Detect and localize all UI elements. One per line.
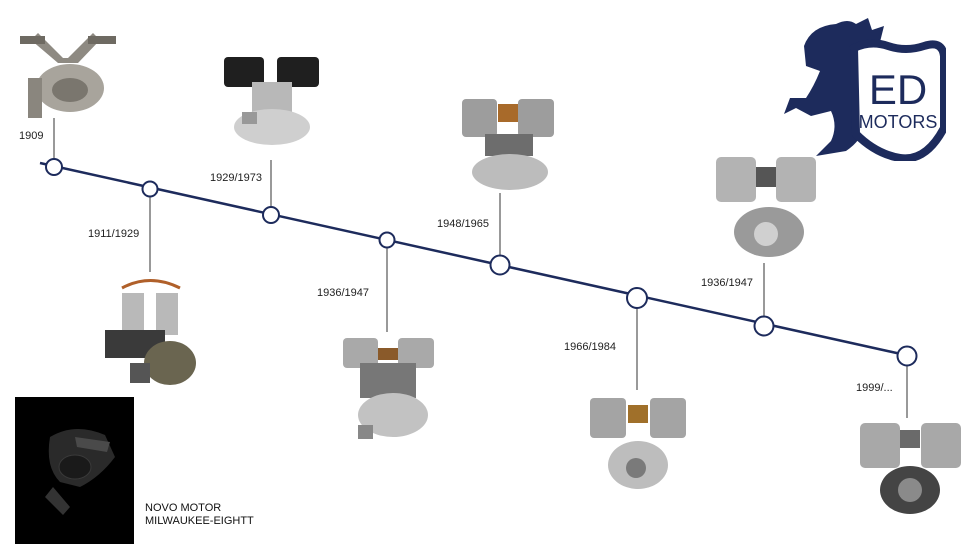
year-label-1966: 1966/1984 xyxy=(564,341,616,353)
logo-text-motors: MOTORS xyxy=(859,112,938,132)
node-1999 xyxy=(896,345,918,367)
year-label-1929: 1929/1973 xyxy=(210,172,262,184)
engine-image-1911 xyxy=(105,279,196,385)
novo-motor-line1: NOVO MOTOR xyxy=(145,502,222,514)
year-label-1936b: 1936/1947 xyxy=(701,277,753,289)
node-1966 xyxy=(626,287,648,309)
node-1936b xyxy=(753,315,775,337)
node-1929 xyxy=(262,206,280,224)
engine-image-1966 xyxy=(590,398,686,489)
year-label-1999: 1999/... xyxy=(856,382,893,394)
ed-motors-logo: ED MOTORS xyxy=(784,18,946,161)
logo-text-ed: ED xyxy=(869,66,927,113)
year-label-1911: 1911/1929 xyxy=(88,228,140,240)
node-1911 xyxy=(141,180,159,198)
novo-motor-caption: NOVO MOTOR MILWAUKEE-EIGHTT xyxy=(145,502,254,528)
node-1948 xyxy=(489,254,511,276)
engine-image-1948 xyxy=(462,99,554,190)
novo-motor-image xyxy=(15,397,134,544)
node-1936a xyxy=(378,231,396,249)
engine-image-1936b xyxy=(716,157,816,257)
shield-icon xyxy=(849,39,946,161)
engine-image-1999 xyxy=(860,423,961,514)
year-label-1936a: 1936/1947 xyxy=(317,287,369,299)
engine-image-1929 xyxy=(224,57,319,145)
node-1909 xyxy=(45,158,63,176)
year-label-1948: 1948/1965 xyxy=(437,218,489,230)
novo-motor-line2: MILWAUKEE-EIGHTT xyxy=(145,515,254,527)
engine-image-1936a xyxy=(343,338,434,439)
engine-image-1909 xyxy=(20,33,116,118)
year-label-1909: 1909 xyxy=(19,130,44,142)
